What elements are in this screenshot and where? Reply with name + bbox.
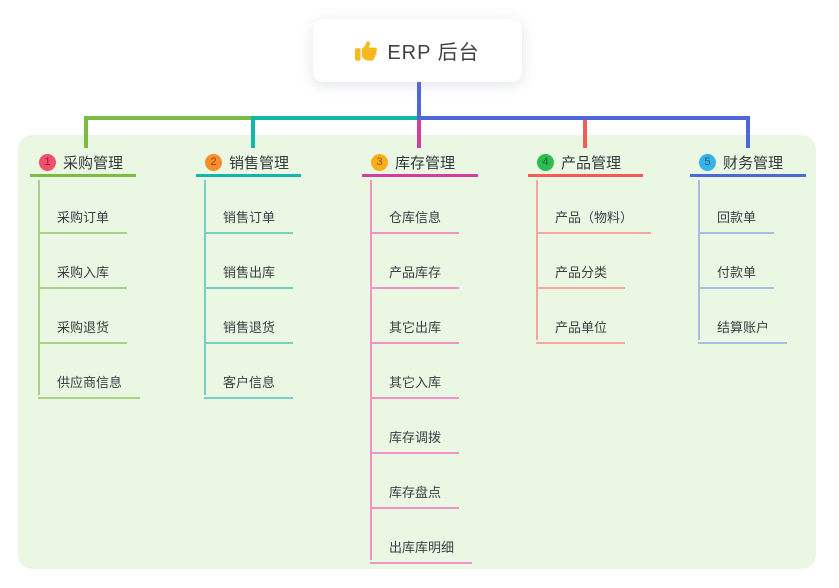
branch-drop-connector: [84, 116, 88, 148]
branch-node-1[interactable]: 1 采购管理: [30, 150, 136, 177]
branch-number-badge: 4: [537, 153, 554, 171]
branch-number-badge: 3: [371, 153, 388, 171]
branch-subtree-stem: [370, 180, 372, 560]
root-connector-stem: [417, 82, 421, 118]
branch-title: 财务管理: [723, 154, 784, 172]
thumbs-up-icon: [355, 40, 378, 61]
branch-drop-connector: [417, 120, 421, 148]
subtopic-node[interactable]: 其它出库: [370, 317, 460, 344]
subtopic-node[interactable]: 采购订单: [38, 207, 128, 234]
branch-title: 库存管理: [395, 154, 456, 172]
subtopic-node[interactable]: 供应商信息: [38, 372, 141, 399]
subtopic-node[interactable]: 客户信息: [204, 372, 294, 399]
subtopic-node[interactable]: 销售退货: [204, 317, 294, 344]
bus-segment-branch5: [417, 116, 750, 120]
subtopic-node[interactable]: 其它入库: [370, 372, 460, 399]
subtopic-node[interactable]: 采购退货: [38, 317, 128, 344]
subtopic-node[interactable]: 库存盘点: [370, 482, 460, 509]
subtopic-node[interactable]: 产品单位: [536, 317, 626, 344]
branch-node-5[interactable]: 5 财务管理: [690, 150, 806, 177]
subtopic-node[interactable]: 结算账户: [698, 317, 788, 344]
root-node-title: ERP 后台: [387, 42, 480, 64]
subtopic-node[interactable]: 仓库信息: [370, 207, 460, 234]
bus-segment-branch1: [84, 116, 253, 120]
subtopic-node[interactable]: 产品分类: [536, 262, 626, 289]
branches-background-panel: [18, 135, 816, 569]
branch-number-badge: 5: [699, 153, 716, 171]
branch-subtree-stem: [536, 180, 538, 340]
branch-subtree-stem: [698, 180, 700, 340]
subtopic-node[interactable]: 采购入库: [38, 262, 128, 289]
branch-number-badge: 2: [205, 153, 222, 171]
branch-node-2[interactable]: 2 销售管理: [196, 150, 301, 177]
branch-drop-connector: [583, 120, 587, 148]
subtopic-node[interactable]: 付款单: [698, 262, 775, 289]
branch-title: 产品管理: [561, 154, 622, 172]
subtopic-node[interactable]: 产品（物料）: [536, 207, 652, 234]
subtopic-node[interactable]: 产品库存: [370, 262, 460, 289]
branch-node-4[interactable]: 4 产品管理: [528, 150, 643, 177]
subtopic-node[interactable]: 销售订单: [204, 207, 294, 234]
bus-segment-branch2: [251, 116, 419, 120]
branch-node-3[interactable]: 3 库存管理: [362, 150, 478, 177]
subtopic-node[interactable]: 销售出库: [204, 262, 294, 289]
branch-drop-connector: [746, 116, 750, 148]
subtopic-node[interactable]: 库存调拨: [370, 427, 460, 454]
branch-title: 采购管理: [63, 154, 124, 172]
root-node-erp[interactable]: ERP 后台: [313, 19, 522, 82]
branch-number-badge: 1: [39, 153, 56, 171]
branch-drop-connector: [251, 120, 255, 148]
branch-title: 销售管理: [229, 154, 290, 172]
subtopic-node[interactable]: 出库库明细: [370, 537, 473, 564]
subtopic-node[interactable]: 回款单: [698, 207, 775, 234]
